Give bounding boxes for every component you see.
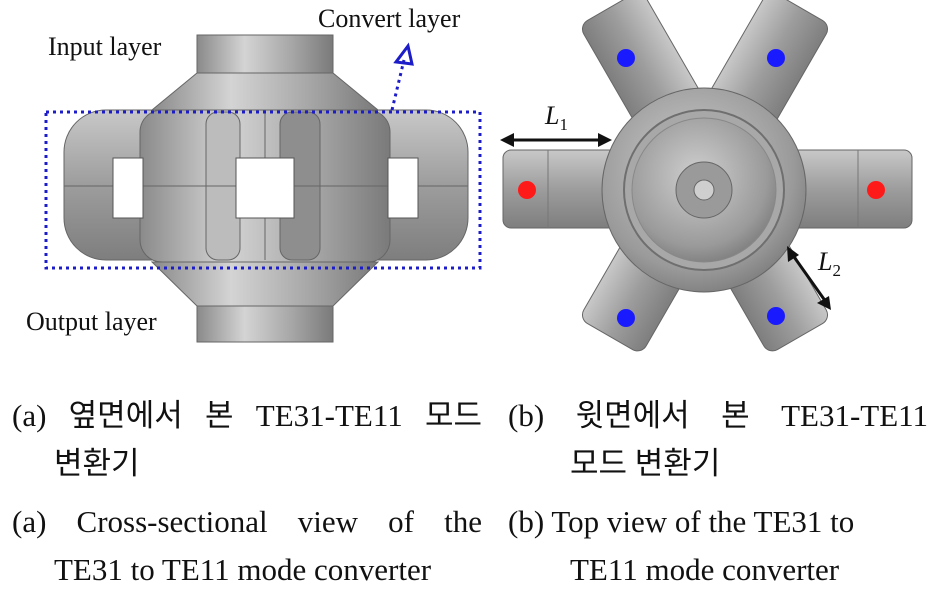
convert-layer-label: Convert layer — [318, 4, 461, 33]
port-dot-upper-right — [767, 49, 785, 67]
caption-a-korean-line2: 변환기 — [54, 446, 140, 481]
window-right — [387, 157, 419, 219]
output-layer-label: Output layer — [26, 307, 157, 336]
l1-label: L1 — [544, 101, 568, 134]
panel-b-drawing: L1 L2 — [500, 0, 913, 352]
caption-b-english-line2: TE11 mode converter — [570, 552, 840, 587]
window-left — [112, 157, 144, 219]
port-dot-lower-left — [617, 309, 635, 327]
caption-b-korean: (b) 윗면에서 본 TE31-TE11 모드 변환기 — [508, 392, 928, 488]
caption-a-english-line2: TE31 to TE11 mode converter — [54, 552, 432, 587]
window-center — [235, 157, 295, 219]
output-port — [196, 305, 334, 343]
caption-a-english-line1: (a) Cross-sectional view of the — [12, 504, 482, 539]
caption-a-korean: (a) 옆면에서 본 TE31-TE11 모드 변환기 — [12, 392, 482, 488]
caption-b-english-line1: (b) Top view of the TE31 to — [508, 504, 855, 539]
caption-a-english: (a) Cross-sectional view of the TE31 to … — [12, 498, 482, 594]
figure-panels: Input layer Convert layer Output layer — [26, 0, 913, 352]
caption-a-korean-line1: (a) 옆면에서 본 TE31-TE11 모드 — [12, 398, 482, 433]
input-layer-label: Input layer — [48, 32, 162, 61]
caption-b-english: (b) Top view of the TE31 to TE11 mode co… — [508, 498, 928, 594]
convert-layer-arrow — [390, 59, 406, 111]
panel-a-drawing: Input layer Convert layer Output layer — [26, 4, 482, 343]
l2-dimension-arrow — [790, 253, 828, 303]
port-dot-lower-right — [767, 307, 785, 325]
port-dot-upper-left — [617, 49, 635, 67]
convert-layer-box — [44, 110, 482, 270]
port-dot-left — [518, 181, 536, 199]
input-port — [196, 34, 334, 74]
caption-b-korean-line1: (b) 윗면에서 본 TE31-TE11 — [508, 398, 928, 433]
upper-taper — [150, 72, 380, 111]
caption-b-korean-line2: 모드 변환기 — [570, 446, 721, 481]
l2-label: L2 — [817, 247, 841, 280]
port-dot-right — [867, 181, 885, 199]
